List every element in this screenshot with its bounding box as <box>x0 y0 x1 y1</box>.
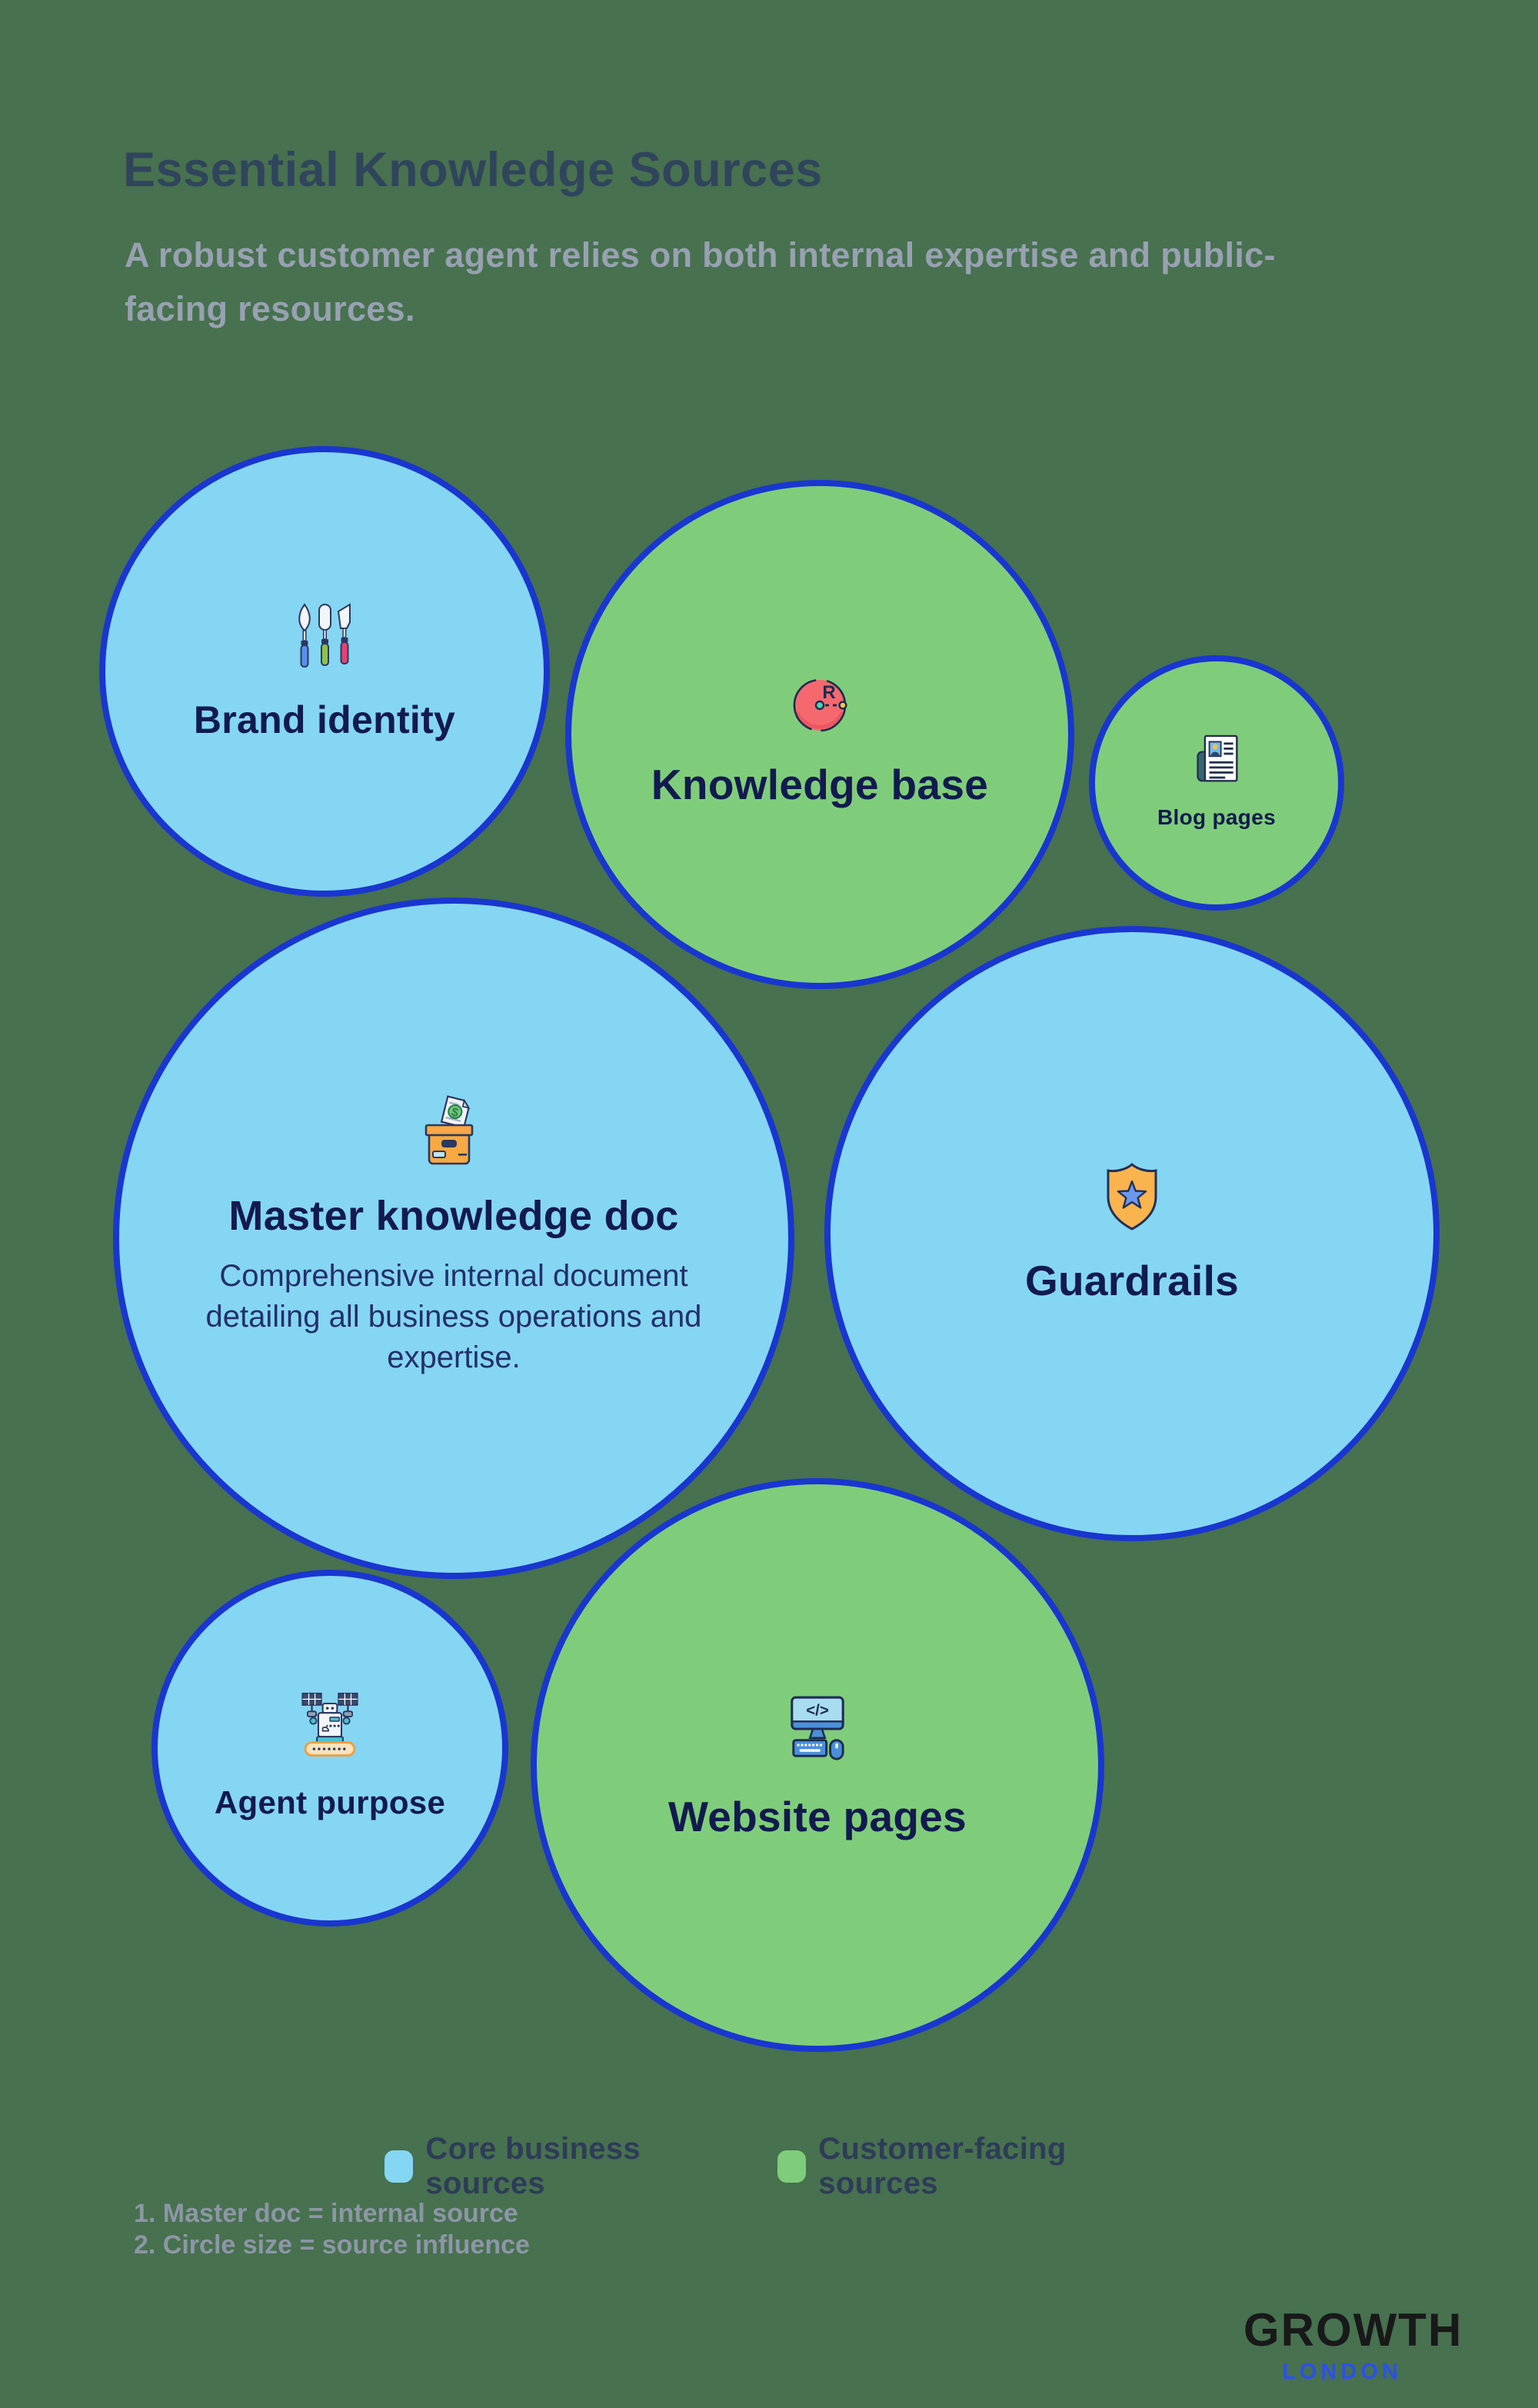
bubble-label: Guardrails <box>1024 1257 1240 1304</box>
bubble-guardrails: Guardrails <box>824 926 1440 1541</box>
footnote-2: 2. Circle size = source influence <box>134 2230 530 2260</box>
legend-label-customer: Customer-facing sources <box>818 2132 1067 2200</box>
bubble-agent-purpose: Agent purpose <box>151 1570 508 1927</box>
legend: Core business sources Customer-facing so… <box>384 2132 1154 2201</box>
robot-icon <box>301 1692 359 1761</box>
bubble-label: Master knowledge doc <box>228 1193 679 1239</box>
footnote-1: 1. Master doc = internal source <box>134 2199 518 2228</box>
monitor-code-icon: </> <box>787 1694 847 1767</box>
bubble-blog-pages: Blog pages <box>1089 655 1344 911</box>
bubble-label: Agent purpose <box>214 1784 446 1820</box>
footnotes: 1. Master doc = internal source 2. Circl… <box>134 2198 530 2262</box>
bubble-knowledge-base: R Knowledge base <box>565 480 1074 989</box>
archive-box-icon: $ <box>423 1094 484 1167</box>
bubble-label: Blog pages <box>1157 805 1276 829</box>
bubble-master-knowledge-doc: $ Master knowledge doc Comprehensive int… <box>113 898 794 1579</box>
bubble-label: Website pages <box>667 1793 967 1840</box>
legend-item-core: Core business sources <box>384 2132 731 2201</box>
dollar-glyph: $ <box>450 1106 460 1121</box>
legend-label-core: Core business sources <box>425 2132 641 2200</box>
bubble-description: Comprehensive internal document detailin… <box>205 1259 702 1375</box>
newspaper-icon <box>1192 733 1241 787</box>
legend-swatch-core <box>384 2150 414 2183</box>
palette-knives-icon <box>294 602 355 676</box>
logo-london-text: LONDON <box>1282 2360 1402 2384</box>
bubble-label: Brand identity <box>193 698 456 741</box>
code-glyph: </> <box>806 1702 829 1720</box>
legend-item-customer: Customer-facing sources <box>777 2132 1154 2201</box>
bubble-brand-identity: Brand identity <box>99 446 550 897</box>
page-title: Essential Knowledge Sources <box>123 143 823 197</box>
radius-icon: R <box>784 669 855 740</box>
logo-growth-text: GROWTH <box>1243 2304 1463 2356</box>
page-subtitle: A robust customer agent relies on both i… <box>125 235 1276 328</box>
bubble-label: Knowledge base <box>651 761 989 808</box>
shield-star-icon <box>1101 1161 1163 1232</box>
legend-swatch-customer <box>777 2150 807 2183</box>
radius-letter: R <box>822 682 835 703</box>
growth-london-logo: GROWTH LONDON <box>1243 2304 1463 2384</box>
bubble-website-pages: </> Website pages <box>531 1478 1104 2052</box>
